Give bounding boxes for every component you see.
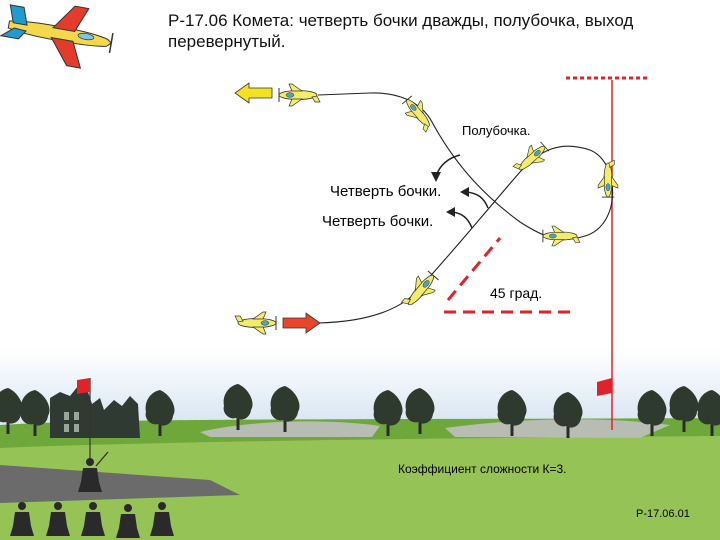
- roll-arrow-2: [465, 191, 489, 209]
- quarter-roll-label-1: Четверть бочки.: [330, 183, 442, 200]
- coefficient-label: Коэффициент сложности К=3.: [398, 462, 567, 476]
- figure-code-label: Р-17.06.01: [636, 508, 690, 520]
- castle-ruins-icon: [50, 386, 140, 438]
- half-roll-label: Полубочка.: [462, 123, 531, 138]
- angle-label: 45 град.: [490, 285, 543, 301]
- pilot-icon: [78, 451, 109, 492]
- model-aircraft-icon: [0, 4, 114, 69]
- page-title: Р-17.06 Комета: четверть бочки дважды, п…: [168, 11, 634, 51]
- entry-arrow-icon: [282, 312, 321, 334]
- aircraft-icon: [234, 83, 619, 335]
- quarter-roll-label-2: Четверть бочки.: [322, 213, 434, 230]
- flag-icon: [597, 378, 612, 396]
- exit-arrow-icon: [234, 82, 273, 104]
- runway: [0, 465, 240, 503]
- angle-45-line: [446, 237, 502, 301]
- flag-icon: [77, 378, 91, 460]
